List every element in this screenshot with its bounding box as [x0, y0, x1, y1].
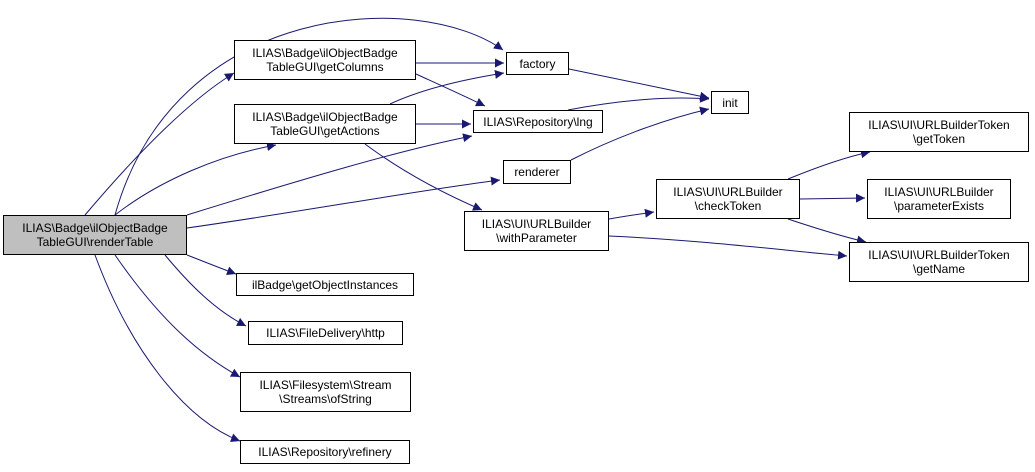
edge-get-columns-to-lng: [415, 73, 486, 107]
edge-render-table-to-get-columns: [84, 72, 235, 216]
node-get-token[interactable]: ILIAS\UI\URLBuilderToken \getToken: [849, 112, 1029, 152]
edge-render-table-to-get-object-instances: [186, 254, 237, 276]
node-label-line: renderer: [514, 165, 560, 179]
edge-check-token-to-parameter-exists: [799, 193, 866, 203]
node-label-line: \getName: [912, 262, 966, 276]
node-label-line: ILIAS\Badge\ilObjectBadge: [22, 221, 168, 235]
node-refinery[interactable]: ILIAS\Repository\refinery: [240, 440, 410, 464]
node-get-object-instances[interactable]: ilBadge\getObjectInstances: [236, 273, 414, 296]
node-get-name[interactable]: ILIAS\UI\URLBuilderToken \getName: [849, 242, 1029, 282]
edge-renderer-to-init: [570, 106, 710, 161]
node-label-line: ILIAS\UI\URLBuilder: [673, 185, 783, 199]
node-label-line: ILIAS\UI\URLBuilderToken: [868, 248, 1010, 262]
node-label-line: \withParameter: [496, 231, 577, 245]
node-http[interactable]: ILIAS\FileDelivery\http: [248, 321, 403, 345]
node-label-line: TableGUI\getActions: [270, 124, 380, 138]
node-of-string[interactable]: ILIAS\Filesystem\Stream \Streams\ofStrin…: [240, 372, 411, 412]
node-label-line: ILIAS\Badge\ilObjectBadge: [252, 110, 398, 124]
node-label-line: ILIAS\FileDelivery\http: [266, 326, 385, 340]
node-label-line: ILIAS\Repository\lng: [483, 114, 593, 129]
edge-with-parameter-to-get-name: [608, 235, 848, 260]
edge-get-actions-to-factory: [389, 69, 505, 105]
edge-render-table-to-renderer: [186, 176, 501, 229]
edge-render-table-to-refinery: [94, 254, 241, 442]
node-label-line: \Streams\ofString: [279, 392, 372, 406]
node-label-line: \parameterExists: [893, 199, 985, 213]
edge-check-token-to-get-name: [787, 218, 867, 245]
node-label-line: TableGUI\renderTable: [36, 235, 154, 249]
edge-render-table-to-of-string: [114, 254, 241, 378]
node-render-table: ILIAS\Badge\ilObjectBadge TableGUI\rende…: [3, 215, 187, 255]
node-init[interactable]: init: [711, 91, 749, 114]
edge-render-table-to-factory: [114, 17, 504, 216]
edge-lng-to-init: [567, 93, 710, 111]
node-label-line: ilBadge\getObjectInstances: [251, 277, 399, 292]
edge-get-actions-to-with-parameter: [364, 143, 483, 211]
node-renderer[interactable]: renderer: [503, 160, 571, 184]
node-label-line: ILIAS\UI\URLBuilder: [884, 185, 994, 199]
edge-with-parameter-to-check-token: [608, 208, 655, 220]
node-label-line: ILIAS\Badge\ilObjectBadge: [252, 46, 398, 60]
edge-check-token-to-get-token: [787, 149, 871, 180]
node-check-token[interactable]: ILIAS\UI\URLBuilder \checkToken: [656, 179, 800, 219]
node-label-line: init: [722, 95, 738, 110]
node-label-line: ILIAS\Repository\refinery: [258, 445, 392, 459]
node-label-line: \getToken: [912, 132, 966, 146]
node-label-line: \checkToken: [694, 199, 762, 213]
node-get-actions[interactable]: ILIAS\Badge\ilObjectBadge TableGUI\getAc…: [234, 104, 416, 144]
node-label-line: ILIAS\UI\URLBuilder: [481, 217, 592, 231]
edge-render-table-to-lng: [186, 133, 473, 216]
node-label-line: factory: [519, 56, 556, 71]
node-label-line: ILIAS\Filesystem\Stream: [259, 378, 392, 392]
edge-render-table-to-get-actions: [114, 142, 277, 216]
node-get-columns[interactable]: ILIAS\Badge\ilObjectBadge TableGUI\getCo…: [234, 40, 416, 80]
node-factory[interactable]: factory: [506, 52, 569, 75]
node-label-line: TableGUI\getColumns: [266, 60, 384, 74]
edge-render-table-to-http: [164, 254, 247, 327]
node-with-parameter[interactable]: ILIAS\UI\URLBuilder \withParameter: [464, 211, 609, 251]
node-parameter-exists[interactable]: ILIAS\UI\URLBuilder \parameterExists: [867, 179, 1011, 219]
edge-factory-to-init: [568, 68, 710, 101]
node-label-line: ILIAS\UI\URLBuilderToken: [868, 118, 1010, 132]
node-lng[interactable]: ILIAS\Repository\lng: [473, 110, 603, 133]
